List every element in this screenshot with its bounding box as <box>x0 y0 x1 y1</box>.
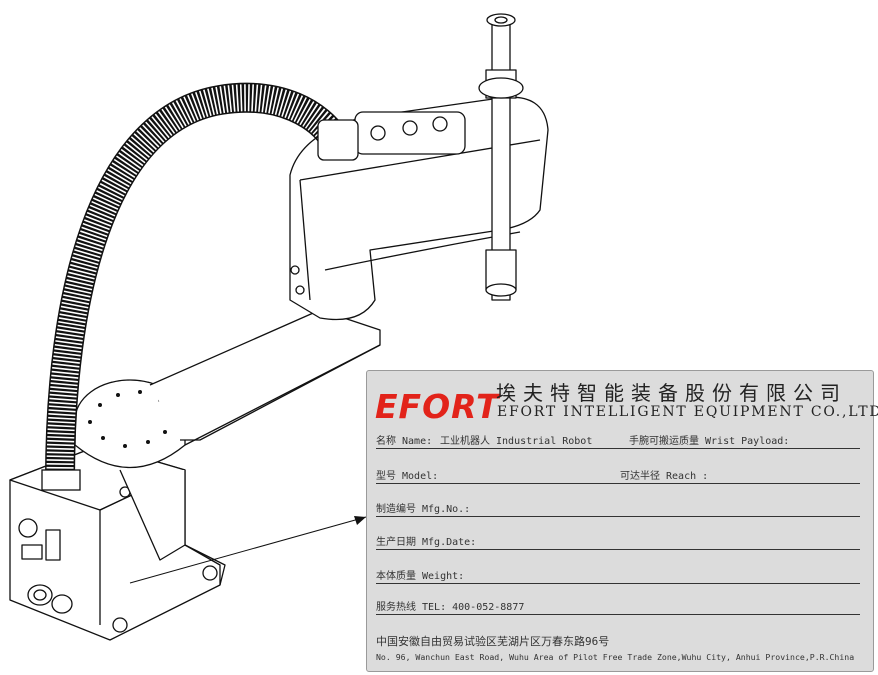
efort-logo: EFORT <box>375 387 500 426</box>
mfg-date-label: 生产日期 Mfg.Date: <box>376 537 477 548</box>
company-name-cn: 埃夫特智能装备股份有限公司 <box>496 381 847 405</box>
reach-label: 可达半径 Reach : <box>620 471 709 482</box>
model-row: 型号 Model: 可达半径 Reach : <box>376 465 860 484</box>
model-label: 型号 Model: <box>376 471 439 482</box>
company-name-en-text: EFORT INTELLIGENT EQUIPMENT CO.,LTD <box>497 404 878 420</box>
company-name-en: EFORT INTELLIGENT EQUIPMENT CO.,LTD. <box>497 404 878 420</box>
mfg-no-row: 制造编号 Mfg.No.: <box>376 498 860 517</box>
address-cn: 中国安徽自由贸易试验区芜湖片区万春东路96号 <box>376 635 610 648</box>
cable-hose <box>45 82 348 481</box>
payload-label: 手腕可搬运质量 Wrist Payload: <box>629 436 790 447</box>
mfg-date-row: 生产日期 Mfg.Date: <box>376 531 860 550</box>
mfg-no-label: 制造编号 Mfg.No.: <box>376 504 471 515</box>
nameplate: EFORT 埃夫特智能装备股份有限公司 EFORT INTELLIGENT EQ… <box>366 370 878 672</box>
weight-row: 本体质量 Weight: <box>376 565 860 584</box>
address-en: No. 96, Wanchun East Road, Wuhu Area of … <box>376 652 855 662</box>
hotline-label: 服务热线 TEL: 400-052-8877 <box>376 602 525 613</box>
lower-arm-beam <box>149 309 381 441</box>
name-value: 工业机器人 Industrial Robot <box>440 436 593 447</box>
weight-label: 本体质量 Weight: <box>376 571 465 582</box>
name-row: 名称 Name: 工业机器人 Industrial Robot 手腕可搬运质量 … <box>376 430 860 449</box>
name-label: 名称 Name: <box>376 436 433 447</box>
leader-line <box>129 516 367 584</box>
lower-arm-column <box>119 469 186 561</box>
hotline-row: 服务热线 TEL: 400-052-8877 <box>376 596 860 615</box>
